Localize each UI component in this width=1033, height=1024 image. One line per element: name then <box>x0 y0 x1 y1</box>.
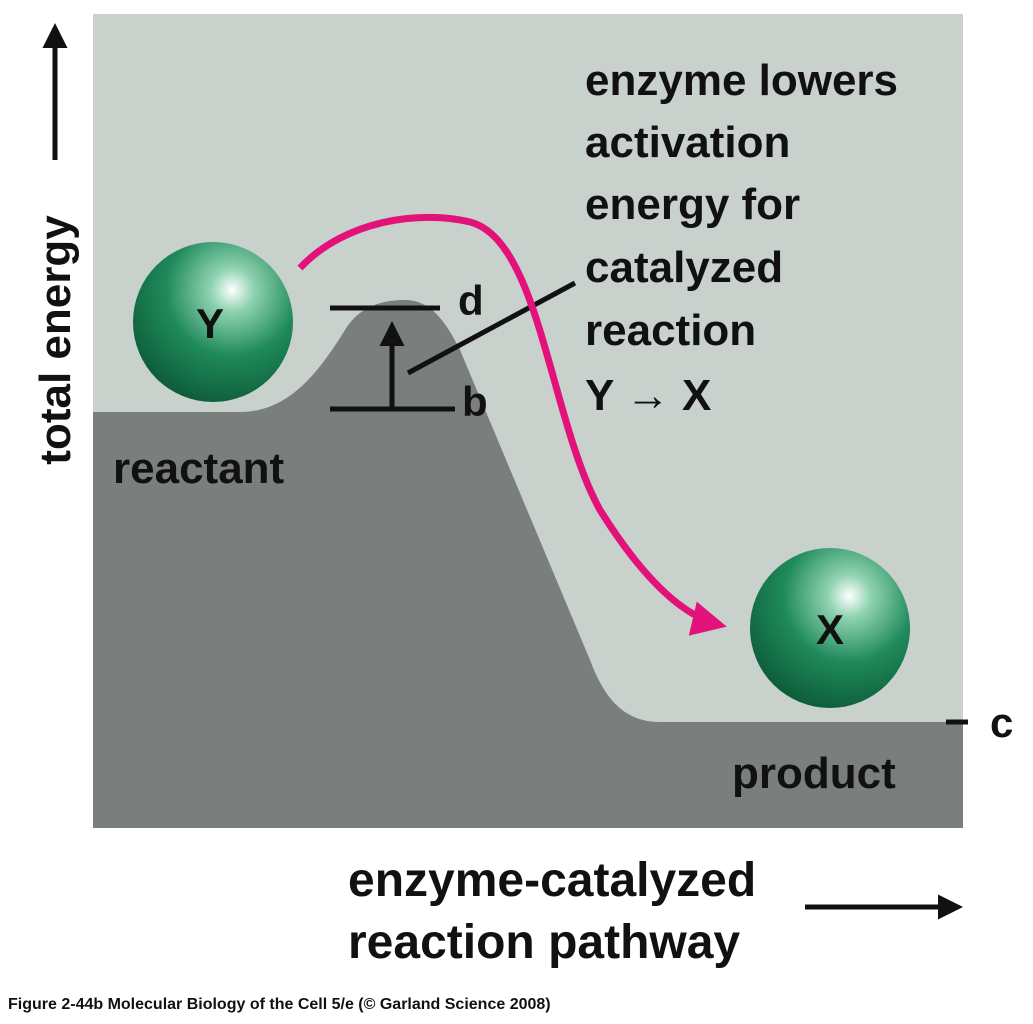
level-label-d: d <box>458 277 484 324</box>
annotation-text: enzyme lowers activation energy for cata… <box>585 56 898 420</box>
x-axis-label-line1: enzyme-catalyzed <box>348 854 756 907</box>
annotation-line: catalyzed <box>585 243 783 292</box>
annotation-pointer-line <box>406 280 577 376</box>
x-axis-label-line2: reaction pathway <box>348 916 740 969</box>
y-axis-label: total energy <box>31 215 80 465</box>
figure-caption: Figure 2-44b Molecular Biology of the Ce… <box>8 996 551 1013</box>
reactant-molecule: Y <box>133 242 293 402</box>
annotation-line: energy for <box>585 180 800 229</box>
annotation-line: activation <box>585 118 790 167</box>
reactant-molecule-label: Y <box>196 300 224 347</box>
y-axis: total energy <box>31 23 80 465</box>
level-label-c: c <box>990 699 1013 746</box>
reaction-pathway-arrow <box>297 213 727 636</box>
activation-energy-bracket <box>330 305 455 412</box>
level-label-b: b <box>462 378 488 425</box>
reactant-label: reactant <box>113 444 285 493</box>
product-molecule-label: X <box>816 606 844 653</box>
annotation-line: reaction <box>585 306 756 355</box>
product-label: product <box>732 749 896 798</box>
annotation-line: Y → X <box>585 371 711 420</box>
annotation-line: enzyme lowers <box>585 56 898 105</box>
energy-landscape <box>93 300 963 828</box>
x-axis: enzyme-catalyzed reaction pathway <box>348 854 963 969</box>
product-molecule: X <box>750 548 910 708</box>
